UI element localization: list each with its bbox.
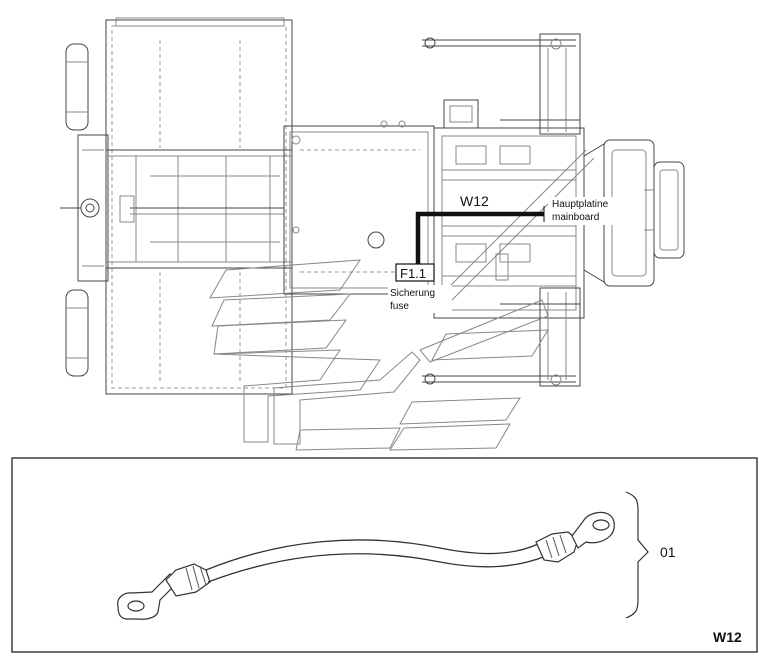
fuse-id-box (395, 263, 435, 282)
item-number-label: 01 (660, 544, 676, 560)
part-detail-panel: 01 W12 (11, 457, 758, 653)
fuse-label-de: Sicherung (390, 288, 435, 299)
cable-route-w12 (415, 206, 545, 266)
fuse-id-label: F1.1 (400, 266, 426, 281)
fuse-label-en: fuse (390, 301, 409, 312)
fuse-callout: F1.1 Sicherung fuse (388, 263, 452, 313)
mainboard-label-de: Hauptplatine (552, 199, 609, 210)
item-bracket (625, 491, 649, 619)
brand-watermark-logo (209, 259, 549, 451)
panel-title-label: W12 (713, 629, 742, 645)
cable-id-label: W12 (460, 193, 489, 209)
cable-w12-drawing (117, 511, 615, 620)
mainboard-label-en: mainboard (552, 212, 599, 223)
machine-top-view (60, 17, 685, 395)
mainboard-callout: Hauptplatine mainboard (548, 197, 622, 225)
